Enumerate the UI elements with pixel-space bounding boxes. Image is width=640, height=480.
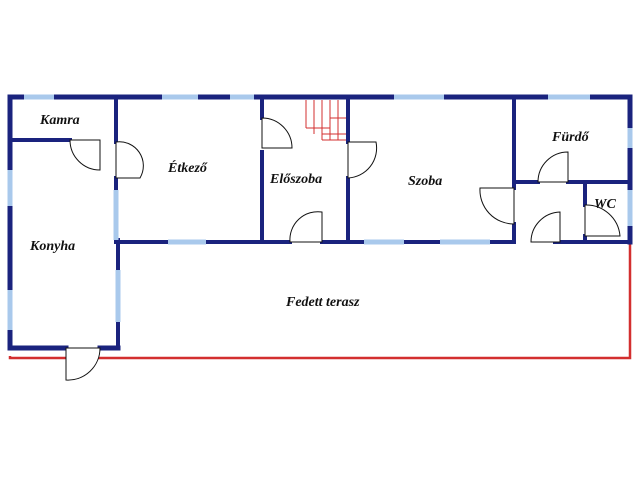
door-eloszoba-top	[261, 117, 293, 149]
door-entrance	[289, 211, 323, 243]
label-szoba: Szoba	[408, 174, 442, 189]
label-wc: WC	[594, 197, 616, 212]
door-furdo-bottom	[530, 211, 561, 243]
label-furdo: Fürdő	[551, 130, 590, 145]
label-konyha: Konyha	[29, 239, 75, 254]
terrace-edge	[8, 242, 632, 360]
windows	[7, 94, 633, 330]
room-labels: Kamra Étkező Előszoba Szoba Fürdő WC Kon…	[29, 113, 616, 310]
label-eloszoba: Előszoba	[269, 172, 322, 187]
door-kamra	[69, 139, 101, 171]
door-etkezo	[115, 141, 144, 179]
label-fedett-terasz: Fedett terasz	[285, 295, 360, 310]
door-furdo-top	[537, 151, 569, 183]
label-kamra: Kamra	[39, 113, 80, 128]
door-swings	[65, 117, 621, 381]
stairs	[305, 100, 346, 141]
interior-walls	[8, 95, 632, 350]
door-furdo-left	[479, 187, 515, 225]
door-konyha	[65, 347, 101, 381]
door-szoba	[347, 141, 378, 179]
label-etkezo: Étkező	[167, 159, 208, 176]
door-wc	[584, 204, 621, 237]
